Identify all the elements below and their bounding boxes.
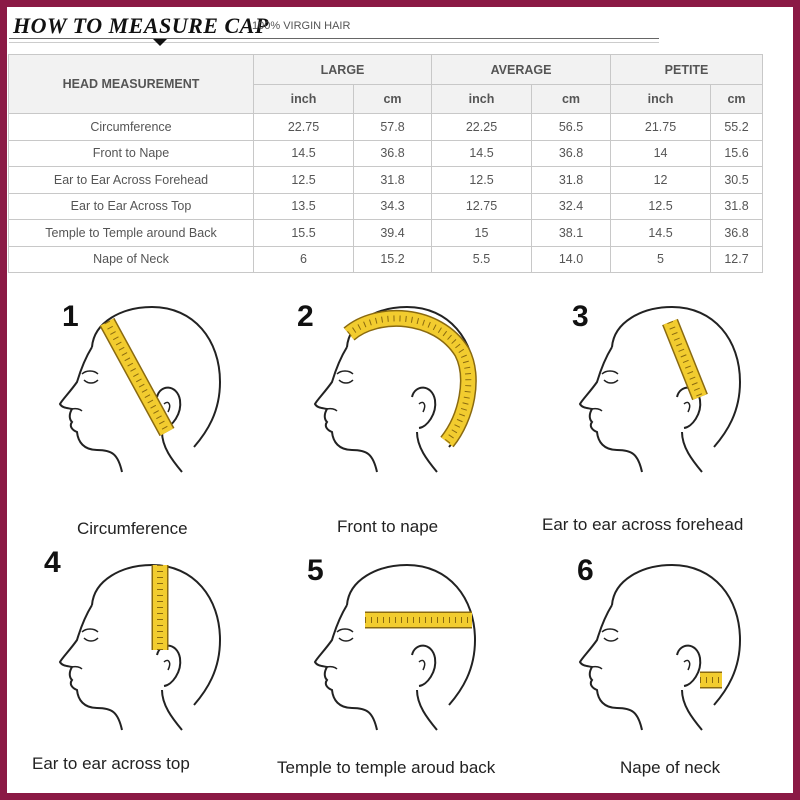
table-row: Temple to Temple around Back 15.5 39.4 1… [8, 219, 764, 247]
measuring-tape-icon [99, 317, 175, 437]
step-temple-to-temple: 5 Temple to temple aroud back [277, 540, 517, 790]
table-corner-label: HEAD MEASUREMENT [8, 54, 254, 114]
header-rule [9, 38, 659, 39]
row-label: Nape of Neck [8, 245, 254, 273]
unit-header: cm [530, 84, 612, 114]
table-row: Nape of Neck 6 15.2 5.5 14.0 5 12.7 [8, 245, 764, 273]
table-cell: 12 [610, 166, 712, 194]
table-cell: 12.7 [710, 245, 764, 273]
header-rule-light [9, 42, 659, 43]
group-header-large: LARGE [253, 54, 432, 85]
step-number: 5 [307, 554, 324, 587]
head-profile-icon [58, 305, 222, 473]
row-label: Circumference [8, 113, 254, 141]
table-cell: 57.8 [353, 113, 432, 141]
size-table: HEAD MEASUREMENT LARGE AVERAGE PETITE in… [8, 54, 764, 273]
measuring-tape-icon [365, 611, 472, 629]
measuring-tape-icon [700, 671, 722, 689]
measuring-tape-icon [151, 565, 169, 650]
table-cell: 36.8 [353, 139, 432, 167]
table-cell: 39.4 [353, 219, 432, 247]
table-cell: 15.6 [710, 139, 764, 167]
infographic-frame: HOW TO MEASURE CAP 100% VIRGIN HAIR HEAD… [7, 7, 793, 793]
step-caption: Temple to temple aroud back [277, 758, 496, 777]
step-number: 2 [297, 300, 314, 333]
step-caption: Ear to ear across forehead [542, 515, 744, 534]
table-cell: 12.75 [431, 192, 532, 220]
step-front-to-nape: 2 Front to nape [277, 282, 517, 536]
table-cell: 15 [431, 219, 532, 247]
table-cell: 31.8 [353, 166, 432, 194]
page-title: HOW TO MEASURE CAP [13, 13, 269, 38]
table-cell: 32.4 [530, 192, 612, 220]
unit-header: cm [353, 84, 432, 114]
table-cell: 5.5 [431, 245, 532, 273]
table-row: Ear to Ear Across Top 13.5 34.3 12.75 32… [8, 192, 764, 220]
group-header-average: AVERAGE [430, 54, 612, 85]
table-cell: 12.5 [253, 166, 354, 194]
group-header-petite: PETITE [610, 54, 764, 85]
step-ear-to-ear-forehead: 3 Ear to ear across forehead [542, 282, 782, 535]
step-number: 6 [577, 554, 594, 587]
unit-header: inch [610, 84, 712, 114]
step-circumference: 1 Circumference [22, 282, 262, 538]
measurement-steps: 1 Circumference 2 Front to nape 3 Ear to… [7, 282, 793, 793]
step-caption: Front to nape [337, 517, 439, 536]
table-cell: 14 [610, 139, 712, 167]
unit-header: cm [710, 84, 764, 114]
measuring-tape-icon [662, 318, 708, 401]
head-profile-icon [58, 563, 222, 731]
step-caption: Nape of neck [620, 758, 721, 777]
table-cell: 13.5 [253, 192, 354, 220]
table-cell: 56.5 [530, 113, 612, 141]
table-row: Ear to Ear Across Forehead 12.5 31.8 12.… [8, 166, 764, 194]
header: HOW TO MEASURE CAP 100% VIRGIN HAIR [7, 7, 793, 52]
caret-down-icon [153, 39, 167, 46]
table-cell: 14.5 [431, 139, 532, 167]
table-cell: 38.1 [530, 219, 612, 247]
table-cell: 15.5 [253, 219, 354, 247]
step-number: 4 [44, 546, 61, 579]
head-profile-icon [313, 563, 477, 731]
table-cell: 22.25 [431, 113, 532, 141]
measuring-tape-icon [343, 310, 477, 448]
step-nape-of-neck: 6 Nape of neck [542, 540, 782, 790]
step-caption: Circumference [77, 519, 188, 538]
step-ear-to-ear-top: 4 Ear to ear across top [22, 540, 262, 790]
head-profile-icon [578, 305, 742, 473]
table-cell: 14.0 [530, 245, 612, 273]
table-cell: 12.5 [610, 192, 712, 220]
row-label: Front to Nape [8, 139, 254, 167]
table-cell: 14.5 [610, 219, 712, 247]
step-caption: Ear to ear across top [32, 754, 190, 773]
page-subtitle: 100% VIRGIN HAIR [252, 20, 351, 32]
table-cell: 21.75 [610, 113, 712, 141]
row-label: Ear to Ear Across Top [8, 192, 254, 220]
table-row: Front to Nape 14.5 36.8 14.5 36.8 14 15.… [8, 139, 764, 167]
table-cell: 12.5 [431, 166, 532, 194]
table-cell: 22.75 [253, 113, 354, 141]
table-cell: 30.5 [710, 166, 764, 194]
table-cell: 31.8 [530, 166, 612, 194]
table-cell: 6 [253, 245, 354, 273]
table-row: Circumference 22.75 57.8 22.25 56.5 21.7… [8, 113, 764, 141]
row-label: Temple to Temple around Back [8, 219, 254, 247]
unit-header: inch [431, 84, 532, 114]
table-cell: 5 [610, 245, 712, 273]
table-cell: 34.3 [353, 192, 432, 220]
step-number: 3 [572, 300, 589, 333]
row-label: Ear to Ear Across Forehead [8, 166, 254, 194]
unit-header: inch [253, 84, 354, 114]
head-profile-icon [578, 563, 742, 731]
table-cell: 55.2 [710, 113, 764, 141]
table-cell: 14.5 [253, 139, 354, 167]
table-cell: 36.8 [710, 219, 764, 247]
table-cell: 31.8 [710, 192, 764, 220]
step-number: 1 [62, 300, 79, 333]
table-cell: 15.2 [353, 245, 432, 273]
table-cell: 36.8 [530, 139, 612, 167]
